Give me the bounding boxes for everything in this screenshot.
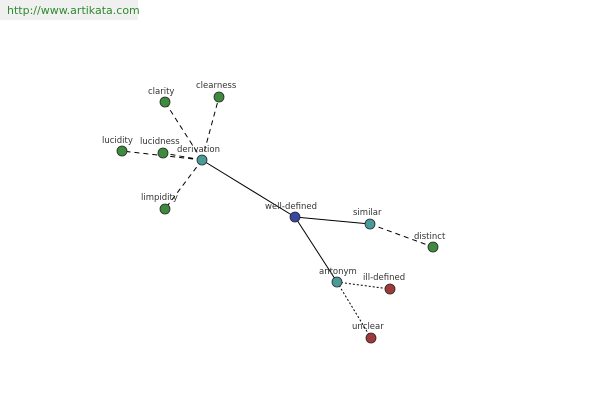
- node-label-antonym[interactable]: antonym: [319, 267, 357, 277]
- node-label-unclear[interactable]: unclear: [352, 322, 384, 332]
- node-label-similar[interactable]: similar: [353, 208, 382, 218]
- node-label-lucidity[interactable]: lucidity: [102, 136, 133, 146]
- url-banner: http://www.artikata.com: [0, 0, 140, 20]
- node-unclear[interactable]: [365, 332, 377, 344]
- edge-antonym-unclear: [336, 281, 372, 339]
- node-derivation[interactable]: [196, 154, 208, 166]
- node-well-defined[interactable]: [289, 211, 301, 223]
- node-label-well-defined[interactable]: well-defined: [265, 202, 317, 212]
- node-antonym[interactable]: [331, 276, 343, 288]
- edge-derivation-clearness: [201, 96, 220, 161]
- edge-similar-distinct: [369, 223, 434, 248]
- node-lucidness[interactable]: [157, 147, 169, 159]
- node-label-lucidness[interactable]: lucidness: [140, 137, 180, 147]
- node-similar[interactable]: [364, 218, 376, 230]
- node-label-limpidity[interactable]: limpidity: [141, 193, 178, 203]
- edge-well-defined-derivation: [201, 159, 296, 218]
- node-clarity[interactable]: [159, 96, 171, 108]
- edge-derivation-limpidity: [164, 159, 203, 210]
- edge-well-defined-similar: [294, 216, 371, 225]
- edge-antonym-ill-defined: [336, 281, 391, 290]
- node-ill-defined[interactable]: [384, 283, 396, 295]
- node-label-distinct[interactable]: distinct: [414, 232, 446, 242]
- node-limpidity[interactable]: [159, 203, 171, 215]
- node-distinct[interactable]: [427, 241, 439, 253]
- node-label-ill-defined[interactable]: ill-defined: [363, 273, 405, 283]
- node-clearness[interactable]: [213, 91, 225, 103]
- edge-well-defined-antonym: [294, 216, 338, 283]
- node-label-derivation[interactable]: derivation: [177, 145, 220, 155]
- edge-derivation-lucidness: [162, 152, 203, 161]
- edge-derivation-clarity: [164, 101, 203, 161]
- node-label-clearness[interactable]: clearness: [196, 81, 237, 91]
- node-label-clarity[interactable]: clarity: [148, 87, 174, 97]
- node-lucidity[interactable]: [116, 145, 128, 157]
- url-link[interactable]: http://www.artikata.com: [7, 4, 140, 17]
